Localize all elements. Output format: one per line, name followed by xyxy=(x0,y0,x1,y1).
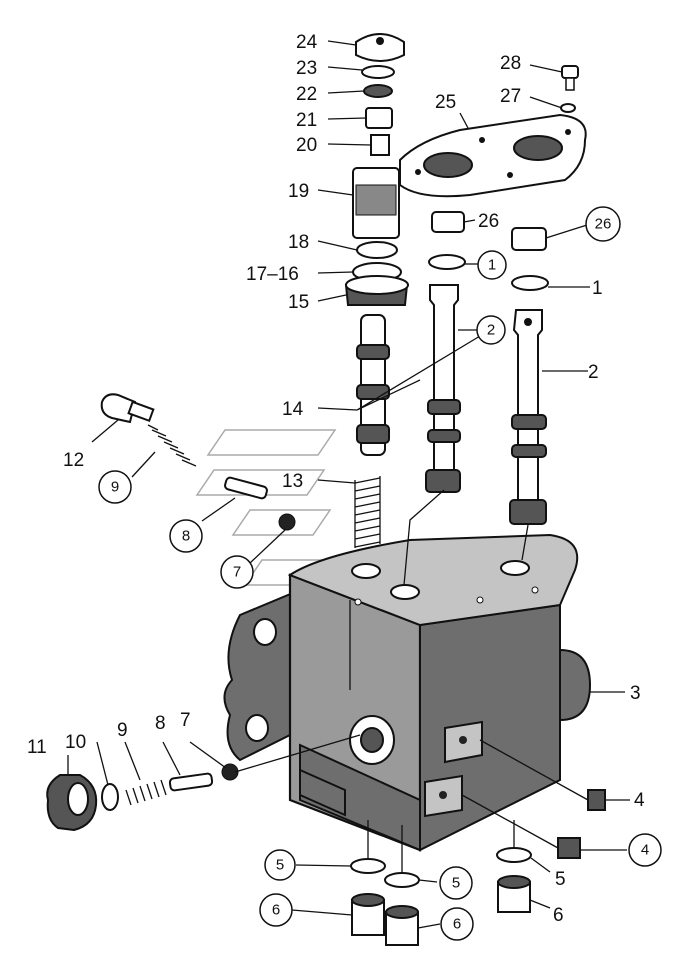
label-2-circled: 2 xyxy=(487,322,495,339)
relief-valve-stack xyxy=(344,33,409,548)
label-8: 8 xyxy=(155,713,166,734)
bottom-plugs xyxy=(350,789,606,946)
label-23: 23 xyxy=(296,58,317,79)
label-9: 9 xyxy=(117,720,128,741)
label-12: 12 xyxy=(63,450,84,471)
leader-lines xyxy=(67,40,630,929)
label-9-circled: 9 xyxy=(111,479,119,496)
label-5-circled-left: 5 xyxy=(276,857,284,874)
label-27: 27 xyxy=(500,86,521,107)
label-7-circled: 7 xyxy=(233,564,241,581)
label-6-circled-left: 6 xyxy=(272,902,280,919)
label-1: 1 xyxy=(592,278,603,299)
valve-body-housing xyxy=(223,533,592,852)
label-6-circled-mid: 6 xyxy=(453,916,461,933)
label-17-16: 17–16 xyxy=(246,264,299,285)
label-1-circled: 1 xyxy=(488,257,496,274)
label-25: 25 xyxy=(435,92,456,113)
label-5-circled-mid: 5 xyxy=(452,875,460,892)
label-14: 14 xyxy=(282,399,304,420)
label-4-circled: 4 xyxy=(641,842,649,859)
cover-plate-and-spools xyxy=(399,65,587,586)
label-21: 21 xyxy=(296,110,317,131)
label-13: 13 xyxy=(282,471,303,492)
part-labels: 24 23 22 21 20 19 18 17–16 15 14 13 12 9… xyxy=(27,32,662,941)
label-6: 6 xyxy=(553,905,564,926)
label-24: 24 xyxy=(296,32,318,53)
label-18: 18 xyxy=(288,232,309,253)
label-7: 7 xyxy=(180,710,191,731)
label-26: 26 xyxy=(478,211,499,232)
label-8-circled: 8 xyxy=(182,528,190,545)
label-5: 5 xyxy=(555,869,566,890)
label-15: 15 xyxy=(288,292,309,313)
label-10: 10 xyxy=(65,732,86,753)
label-26-circled: 26 xyxy=(595,216,612,233)
label-2: 2 xyxy=(588,362,599,383)
label-3: 3 xyxy=(630,683,641,704)
upper-relief-parts xyxy=(100,393,296,531)
label-28: 28 xyxy=(500,53,521,74)
label-20: 20 xyxy=(296,135,317,156)
lower-relief-parts xyxy=(46,763,239,832)
label-22: 22 xyxy=(296,84,317,105)
label-11: 11 xyxy=(27,737,47,758)
label-19: 19 xyxy=(288,181,309,202)
label-4: 4 xyxy=(634,790,645,811)
